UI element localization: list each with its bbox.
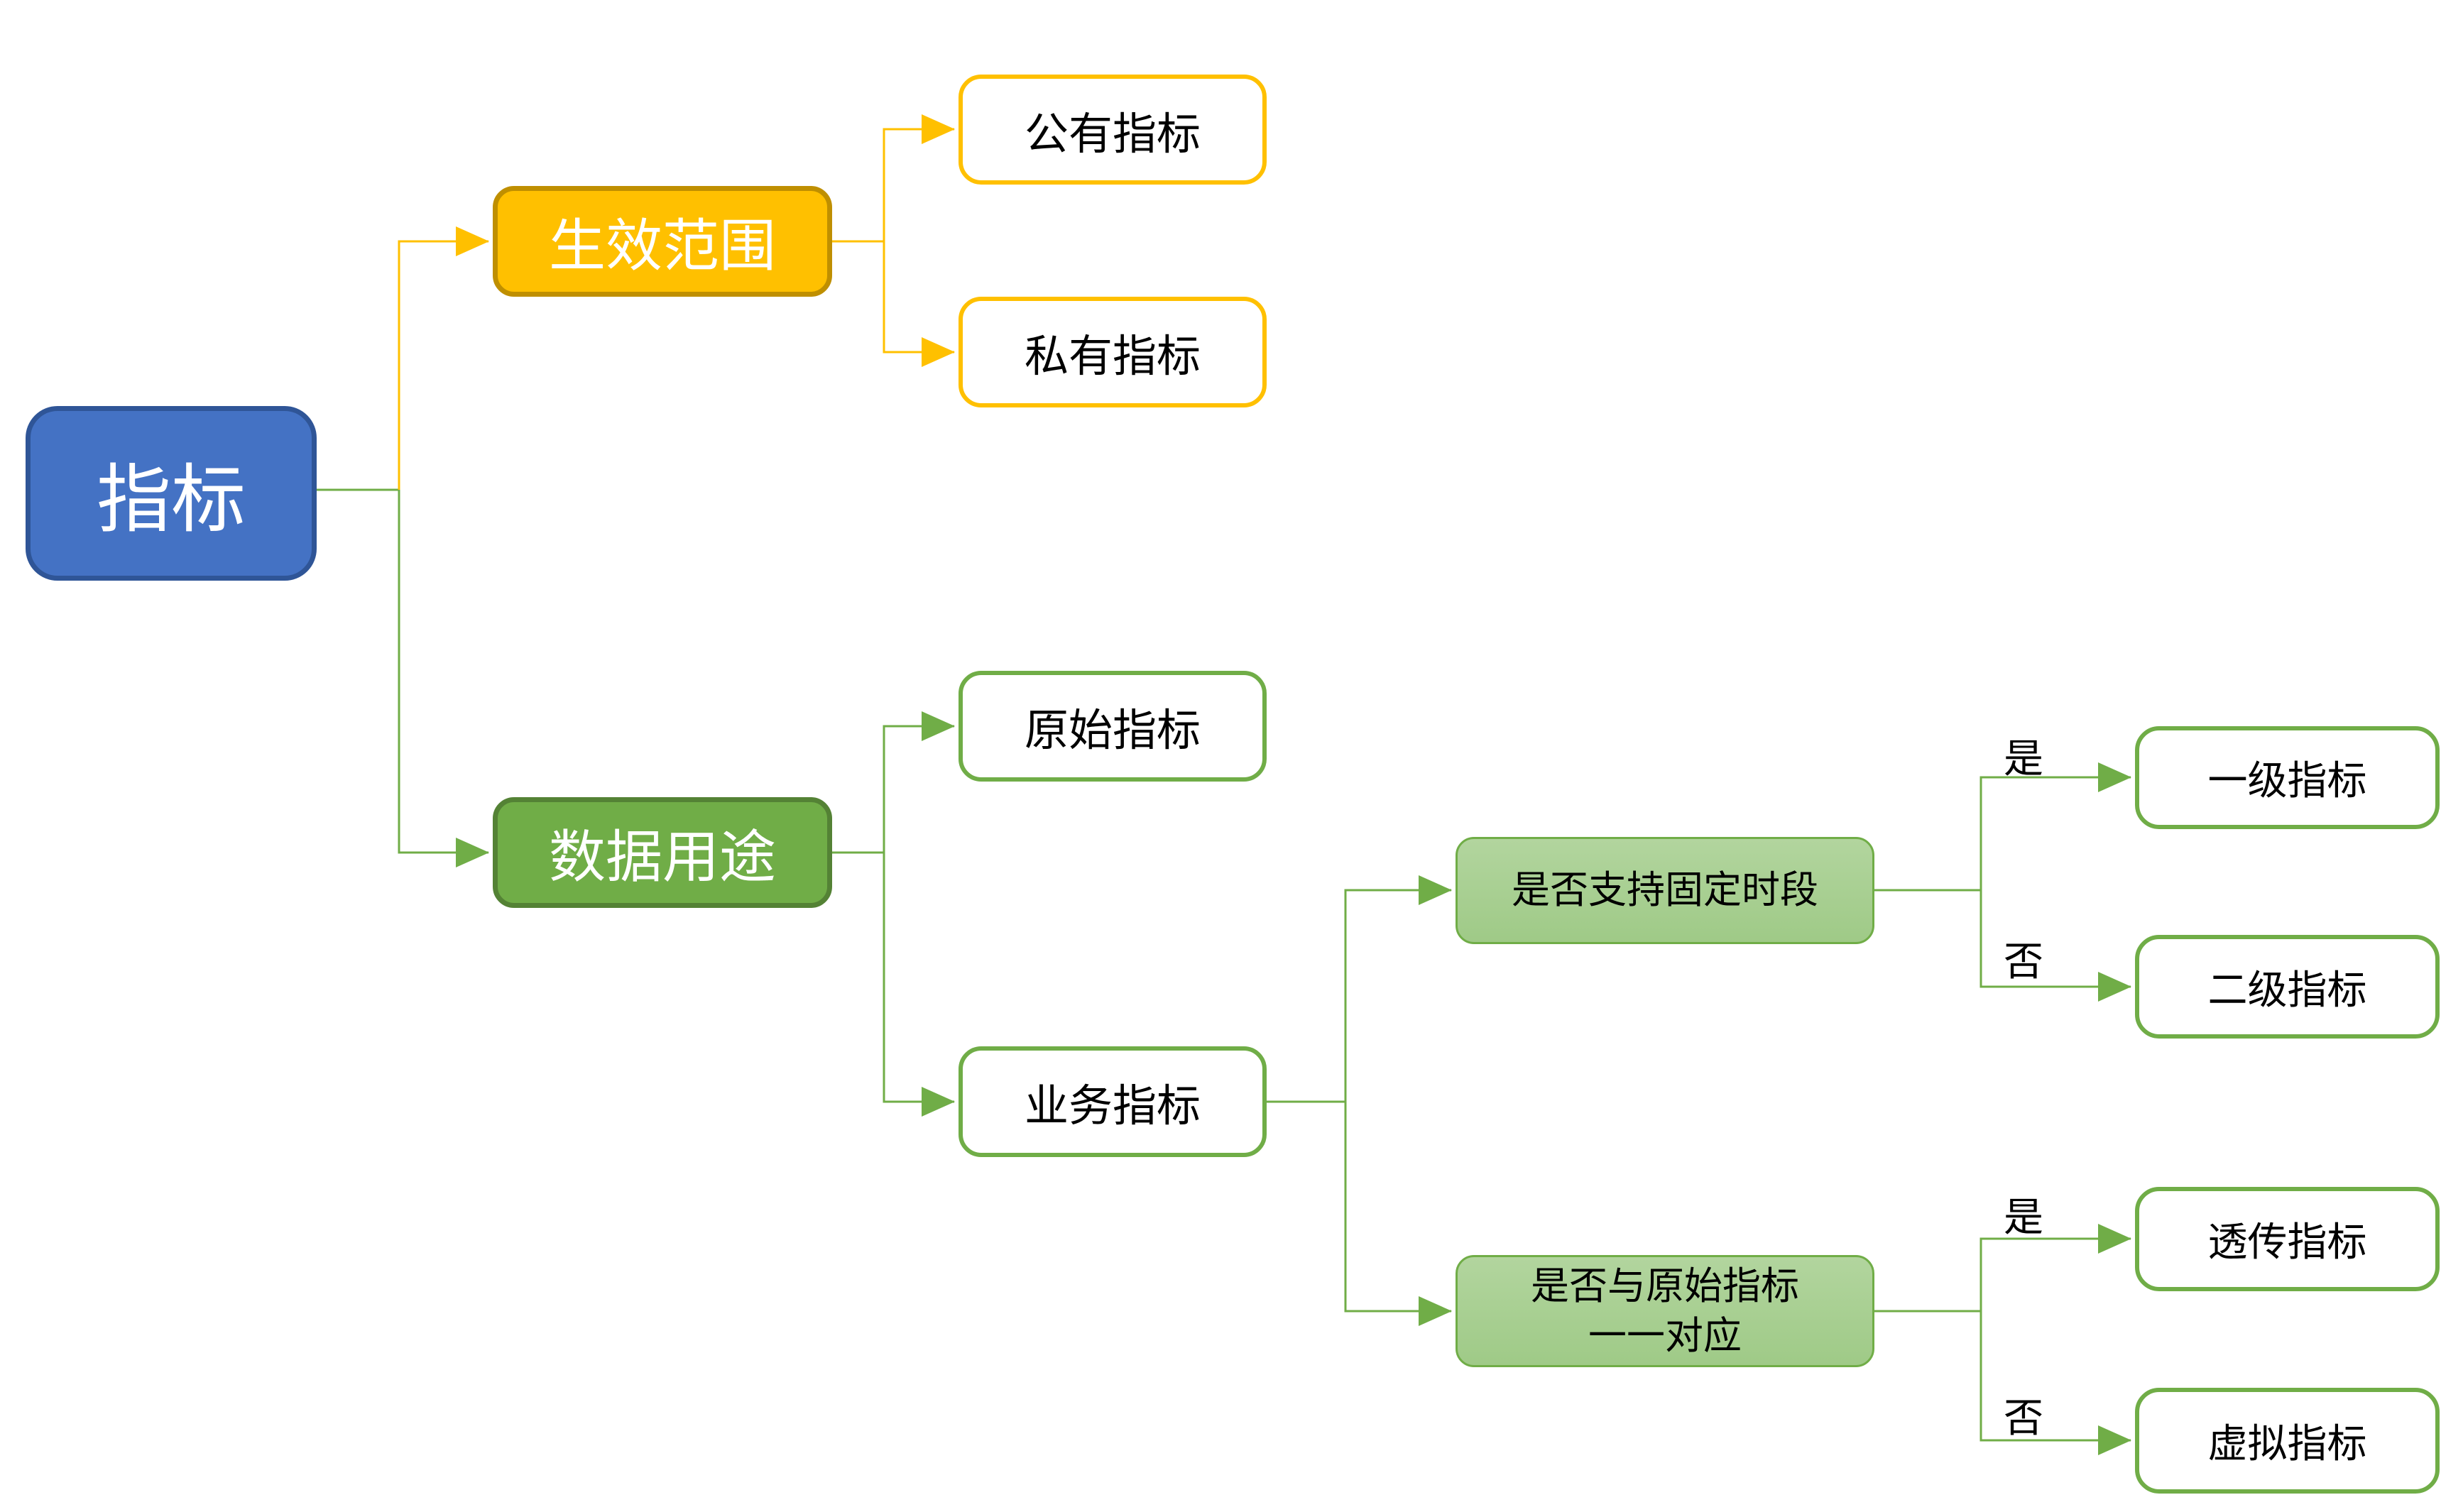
edge-label-yes-decision2: 是 xyxy=(2004,1195,2043,1241)
node-original-metric: 原始指标 xyxy=(959,671,1267,782)
node-passthrough-metric: 透传指标 xyxy=(2135,1187,2440,1291)
edge-decision2-yes xyxy=(1979,1224,2131,1311)
node-virtual-metric: 虚拟指标 xyxy=(2135,1388,2440,1494)
edge-label-yes-decision1: 是 xyxy=(2004,736,2043,782)
edge-decision1-yes xyxy=(1979,762,2131,890)
node-business-metric: 业务指标 xyxy=(959,1046,1267,1157)
node-data-usage: 数据用途 xyxy=(493,797,832,908)
edge-label-no-decision2: 否 xyxy=(2004,1396,2043,1442)
edge-business-to-decision1 xyxy=(1344,875,1452,1102)
edge-label-no-decision1: 否 xyxy=(2004,939,2043,985)
edge-decision1-no xyxy=(1979,890,2131,1002)
edge-decision2-no xyxy=(1979,1311,2131,1455)
node-level1-metric: 一级指标 xyxy=(2135,726,2440,829)
node-effective-scope: 生效范围 xyxy=(493,186,832,297)
node-root-metric: 指标 xyxy=(26,406,317,581)
edge-root-to-scope xyxy=(398,226,489,490)
edge-usage-to-original xyxy=(883,711,955,853)
node-public-metric: 公有指标 xyxy=(959,75,1267,185)
node-level2-metric: 二级指标 xyxy=(2135,935,2440,1039)
node-private-metric: 私有指标 xyxy=(959,297,1267,407)
node-decision-one-to-one: 是否与原始指标 一一对应 xyxy=(1456,1255,1874,1367)
edge-usage-to-business xyxy=(883,853,955,1117)
edge-scope-to-public xyxy=(883,114,955,241)
edge-root-to-usage xyxy=(398,490,489,867)
node-decision-fixed-period: 是否支持固定时段 xyxy=(1456,837,1874,944)
edge-business-to-decision2 xyxy=(1344,1102,1452,1326)
edge-scope-to-private xyxy=(883,241,955,367)
